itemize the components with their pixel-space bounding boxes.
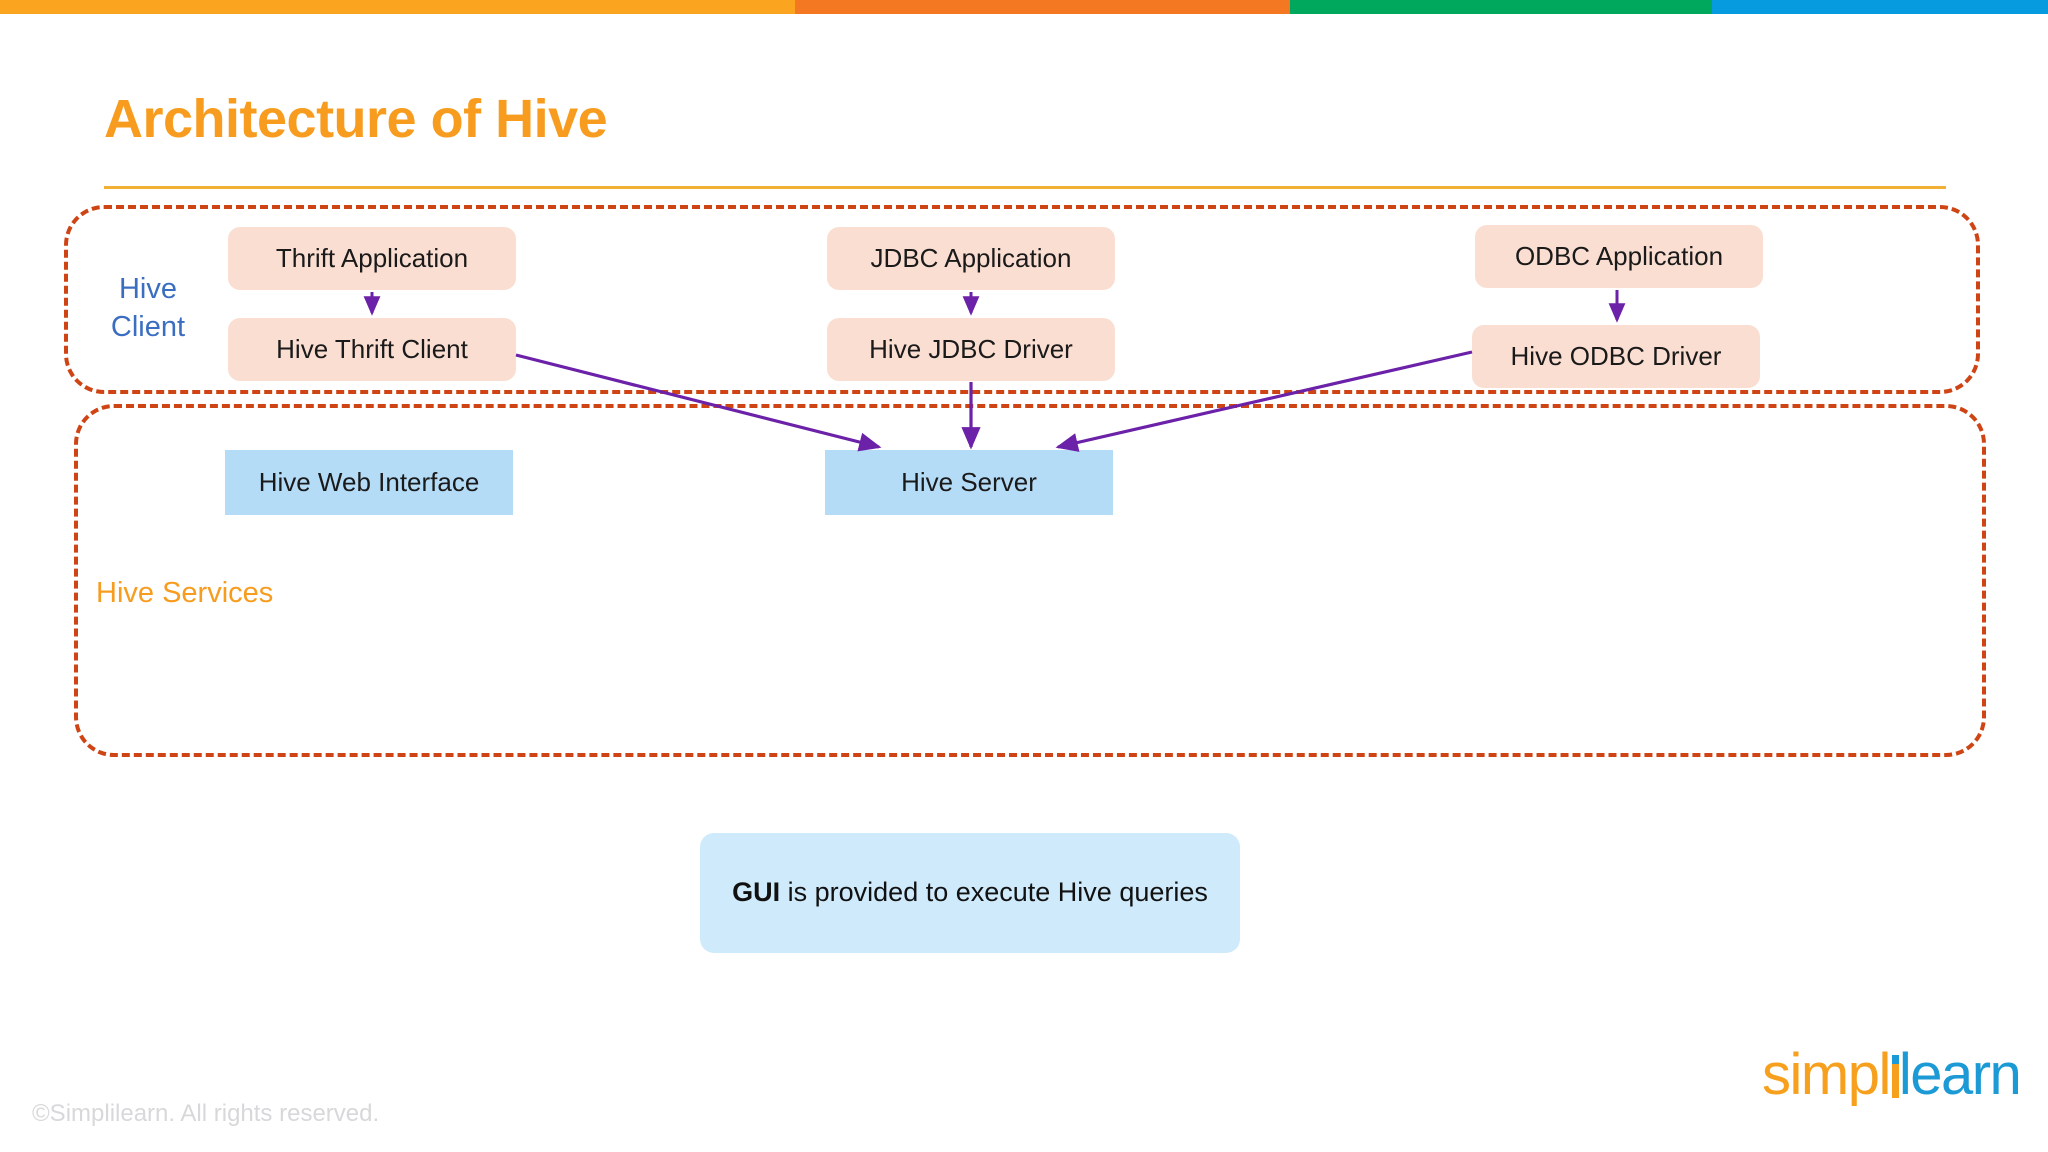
node-hive-jdbc-driver[interactable]: Hive JDBC Driver xyxy=(827,318,1115,381)
hive-services-group xyxy=(74,404,1986,757)
callout-text: is provided to execute Hive queries xyxy=(780,877,1208,908)
node-jdbc-application[interactable]: JDBC Application xyxy=(827,227,1115,290)
topbar-segment-green xyxy=(1290,0,1712,14)
gui-callout-box: GUI is provided to execute Hive queries xyxy=(700,833,1240,953)
logo-part-learn: learn xyxy=(1898,1042,2022,1107)
node-hive-odbc-driver[interactable]: Hive ODBC Driver xyxy=(1472,325,1760,388)
hive-client-group xyxy=(64,205,1980,394)
topbar-segment-blue xyxy=(1712,0,2048,14)
copyright-text: ©Simplilearn. All rights reserved. xyxy=(32,1100,380,1127)
node-hive-thrift-client[interactable]: Hive Thrift Client xyxy=(228,318,516,381)
hive-client-group-label: Hive Client xyxy=(110,273,186,343)
callout-emphasis: GUI xyxy=(732,877,781,908)
hive-services-group-label: Hive Services xyxy=(96,577,274,609)
node-thrift-application[interactable]: Thrift Application xyxy=(228,227,516,290)
title-underline-rule xyxy=(104,186,1946,189)
page-title: Architecture of Hive xyxy=(104,89,608,149)
logo-divider-bar xyxy=(1891,1058,1899,1098)
topbar-segment-orange xyxy=(795,0,1290,14)
logo-divider-bar-top xyxy=(1891,1055,1899,1064)
node-hive-server[interactable]: Hive Server xyxy=(825,450,1113,515)
node-hive-web-interface[interactable]: Hive Web Interface xyxy=(225,450,513,515)
topbar-segment-amber xyxy=(0,0,795,14)
node-odbc-application[interactable]: ODBC Application xyxy=(1475,225,1763,288)
top-color-bar xyxy=(0,0,2048,14)
logo-part-simpl: simpl xyxy=(1762,1042,1891,1107)
